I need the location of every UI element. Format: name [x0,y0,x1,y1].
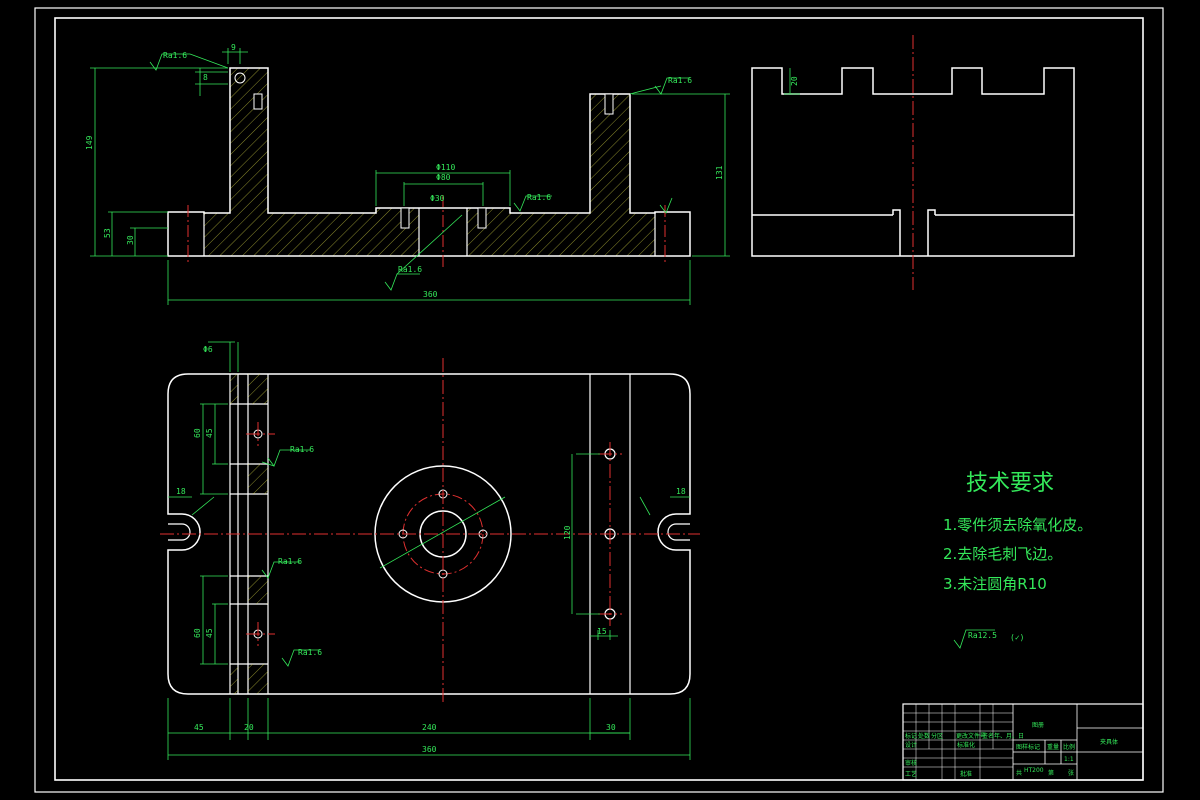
tb-weight-label: 重量 [1047,743,1059,751]
tb-col-date: 年、月、日 [994,732,1024,740]
tb-sheet-label: 共 [1016,769,1022,777]
plan-view: 45 20 240 30 360 18 18 120 15 60 45 60 4… [160,341,995,760]
tb-approve: 批准 [960,770,972,778]
requirement-3: 3.未注圆角R10 [943,575,1047,593]
tb-row-review: 审核 [905,759,917,767]
dim-front-width: 360 [423,290,438,299]
dim-plan-right: 30 [606,723,616,732]
dim-plan-left-x2: 20 [244,723,254,732]
requirement-1: 1.零件须去除氧化皮。 [943,516,1092,534]
dim-front-slot-outer: Φ110 [436,163,455,172]
tb-col-sign: 签名 [982,732,994,740]
dim-front-base: 53 [103,228,112,238]
dim-front-height: 149 [85,135,94,150]
outer-border [34,7,1164,793]
front-section-view: 149 53 30 360 131 Φ110 Φ80 Φ30 9 8 Ra1.6… [85,43,730,305]
dim-plan-total: 360 [422,745,437,754]
dim-plan-slot-left: 18 [176,487,186,496]
roughness-plan-1: Ra1.6 [290,445,314,454]
tb-material-label: 图样标记 [1016,743,1040,751]
tb-scale: 1:1 [1064,756,1074,763]
dim-top-left-offset: 8 [203,73,208,82]
roughness-front-4: Ra1.6 [398,265,422,274]
roughness-front-1: Ra1.6 [163,51,187,60]
tb-scale-label: 比例 [1063,743,1075,751]
technical-requirements: 技术要求 1.零件须去除氧化皮。 2.去除毛刺飞边。 3.未注圆角R10 Ra1… [943,471,1092,642]
tb-row-process: 工艺 [905,770,917,778]
roughness-plan-3: Ra1.6 [298,648,322,657]
dim-front-right-height: 131 [715,165,724,180]
dim-plan-left-v3: 60 [193,628,202,638]
dim-plan-left-v1: 60 [193,428,202,438]
roughness-front-2: Ra1.6 [668,76,692,85]
title-block [902,703,1144,781]
general-roughness: Ra12.5 [968,631,997,640]
roughness-front-3: Ra1.6 [527,193,551,202]
plan-outline [167,373,691,695]
tb-row-design: 设计 [905,741,917,749]
inner-border [54,17,1144,781]
side-view [751,35,1075,290]
dim-plan-mid: 240 [422,723,437,732]
requirement-2: 2.去除毛刺飞边。 [943,545,1062,563]
dim-front-base-inner: 30 [126,235,135,245]
dim-plan-hole-edge: 15 [597,627,607,636]
tb-material: HT200 [1024,767,1044,774]
title-block-text: 夹具体 图册 HT200 1:1 图样标记 重量 比例 共 第 张 标记 设计 … [905,722,1118,778]
tb-drawing-name: 夹具体 [1100,738,1118,746]
front-body-hatch [204,68,419,256]
dim-plan-left-x1: 45 [194,723,204,732]
dim-plan-left-v4: 45 [205,628,214,638]
dim-plan-hole-spacing: 120 [563,525,572,540]
tb-col-zone: 分区 [931,732,943,740]
tb-company: 图册 [1032,722,1044,729]
dim-plan-slot-right: 18 [676,487,686,496]
dim-front-slot-inner: Φ80 [436,173,451,182]
dim-front-center: Φ30 [430,194,445,203]
dim-top-left-width: 9 [231,43,236,52]
tb-standard: 标准化 [957,741,975,749]
tb-row-mark: 标记 [905,732,917,740]
general-roughness-note: (✓) [1010,633,1024,642]
roughness-plan-2: Ra1.6 [278,557,302,566]
requirements-title: 技术要求 [966,471,1054,496]
dim-side-slot: 20 [790,76,799,86]
tb-col-count: 处数 [918,732,930,740]
front-body-hatch-right [467,94,655,256]
tb-sheet-of: 第 [1048,769,1054,777]
tb-col-change: 更改文件号 [956,732,986,740]
dim-plan-top-small: Φ6 [203,345,213,354]
dim-plan-left-v2: 45 [205,428,214,438]
tb-sheet-unit: 张 [1068,769,1074,777]
